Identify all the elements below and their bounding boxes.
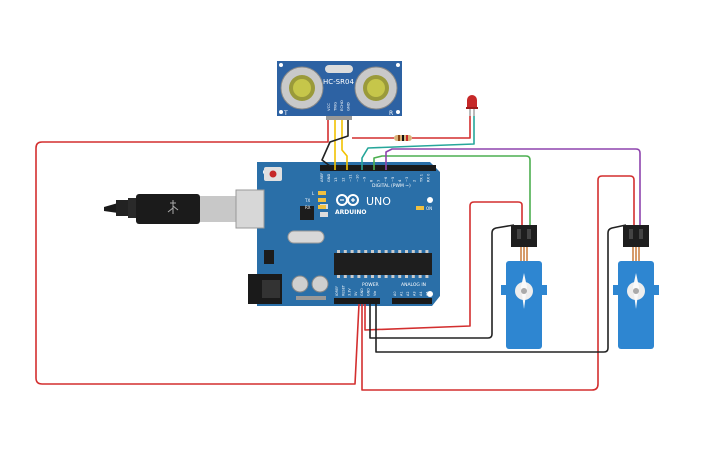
crystal-label-box	[325, 65, 353, 73]
analog-pin-label: A1	[400, 292, 404, 296]
analog-pin-label: A3	[413, 292, 417, 296]
wire-red-servo1-power[interactable]	[364, 201, 523, 331]
analog-pin-label: A5	[426, 292, 430, 296]
sensor-pin-label: VCC	[326, 103, 331, 111]
wire-yellow-echo[interactable]	[341, 120, 348, 170]
digital-header-label: DIGITAL (PWM ~)	[372, 183, 411, 189]
power-pin-label: IOREF	[335, 286, 339, 296]
brand-label: ARDUINO	[335, 209, 366, 216]
wire-red-led-resistor[interactable]	[352, 116, 471, 139]
power-pin-label: GND	[367, 288, 371, 296]
digital-pin-label: 4	[398, 179, 402, 182]
on-label: ON	[426, 206, 432, 211]
wire-purple-servo2-signal[interactable]	[385, 148, 641, 225]
wire-red-sensor-vcc[interactable]	[35, 120, 360, 385]
digital-pin-label: AREF	[320, 173, 324, 182]
sensor-t-label: T	[283, 110, 288, 117]
digital-header[interactable]	[320, 165, 436, 171]
digital-pin-label: TX 1	[419, 174, 423, 183]
analog-header[interactable]	[392, 298, 432, 304]
analog-header-label: ANALOG IN	[401, 282, 426, 288]
digital-pin-label: ~5	[391, 177, 395, 182]
model-label: UNO	[366, 195, 391, 208]
servo-motor-1[interactable]	[501, 225, 547, 349]
digital-pin-label: ~3	[405, 177, 409, 182]
analog-pin-label: A4	[419, 292, 423, 296]
sensor-pin-label: GND	[346, 102, 351, 111]
power-pin-label: 3.3V	[348, 288, 352, 296]
digital-pin-label: ~10	[356, 174, 360, 182]
digital-pin-label: 13	[334, 177, 338, 182]
crystal-oscillator	[287, 230, 325, 244]
digital-pin-label: ~11	[348, 174, 352, 182]
arduino-uno-board[interactable]: L TX RX ON ARDUINO UNO DIGITAL (PWM ~) A…	[235, 162, 440, 306]
power-pin-label: RESET	[341, 284, 345, 296]
digital-pin-label: GND	[327, 174, 331, 182]
transmitter-icon	[280, 66, 324, 110]
led-rx-label: RX	[305, 205, 311, 210]
wire-green-servo1-signal[interactable]	[373, 155, 531, 225]
wire-black-servo2-gnd[interactable]	[375, 224, 627, 353]
wire-teal-led[interactable]	[361, 116, 475, 170]
resistor[interactable]	[394, 135, 412, 141]
digital-pin-label: 12	[341, 177, 345, 182]
wire-red-servo2-power[interactable]	[361, 175, 635, 391]
sensor-r-label: R	[389, 110, 393, 117]
red-led[interactable]	[466, 95, 478, 116]
receiver-icon	[354, 66, 398, 110]
sensor-model-label: HC-SR04	[323, 78, 354, 86]
power-header[interactable]	[334, 298, 380, 304]
arduino-logo-icon	[336, 194, 359, 206]
atmega-chip	[334, 253, 432, 275]
led-tx-label: TX	[304, 198, 310, 203]
power-header-label: POWER	[362, 282, 379, 288]
power-pin-label: GND	[360, 288, 364, 296]
analog-pin-label: A0	[393, 292, 397, 296]
power-pin-label: Vin	[373, 291, 377, 296]
power-pin-label: 5V	[354, 291, 358, 296]
analog-pin-label: A2	[406, 292, 410, 296]
sensor-pin-label: TRIG	[333, 102, 338, 112]
digital-pin-label: ~6	[384, 176, 388, 182]
led-l-label: L	[312, 191, 315, 196]
digital-pin-label: 8	[370, 179, 374, 182]
digital-pin-label: ~9	[363, 176, 367, 182]
sensor-pin-label: ECHO	[339, 100, 344, 111]
wire-black-sensor-gnd[interactable]	[321, 120, 349, 167]
digital-pin-label: 7	[377, 180, 381, 182]
digital-pin-label: RX 0	[427, 173, 431, 182]
servo-motor-2[interactable]	[613, 225, 659, 349]
digital-pin-label: 2	[412, 180, 416, 182]
wire-black-servo1-gnd[interactable]	[369, 224, 515, 339]
